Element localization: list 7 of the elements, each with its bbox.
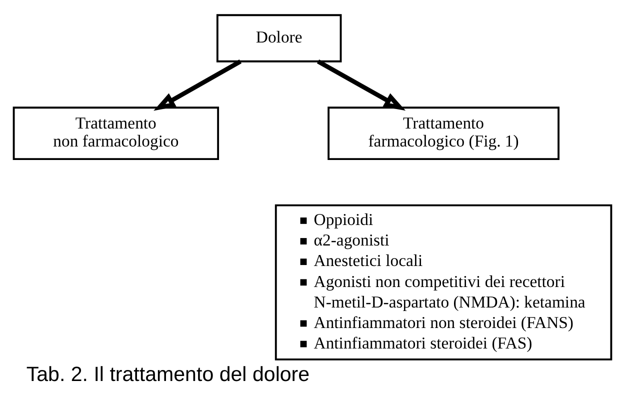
node-box: Trattamento non farmacologico bbox=[12, 106, 220, 160]
arrow bbox=[316, 59, 406, 110]
node-box: Dolore bbox=[216, 14, 342, 62]
caption: Tab. 2. Il trattamento del dolore bbox=[26, 362, 310, 386]
node-box: Trattamento farmacologico (Fig. 1) bbox=[328, 106, 560, 160]
node-box: Oppioidi α2-agonisti Anestetici locali Agonisti non competitivi dei recettori N-metil-D-aspartato (NMDA): ketamina Antinfiammatori non steroidei (FANS) Antinfiammatori steroidei (FAS) bbox=[274, 204, 612, 360]
arrow bbox=[154, 59, 242, 110]
